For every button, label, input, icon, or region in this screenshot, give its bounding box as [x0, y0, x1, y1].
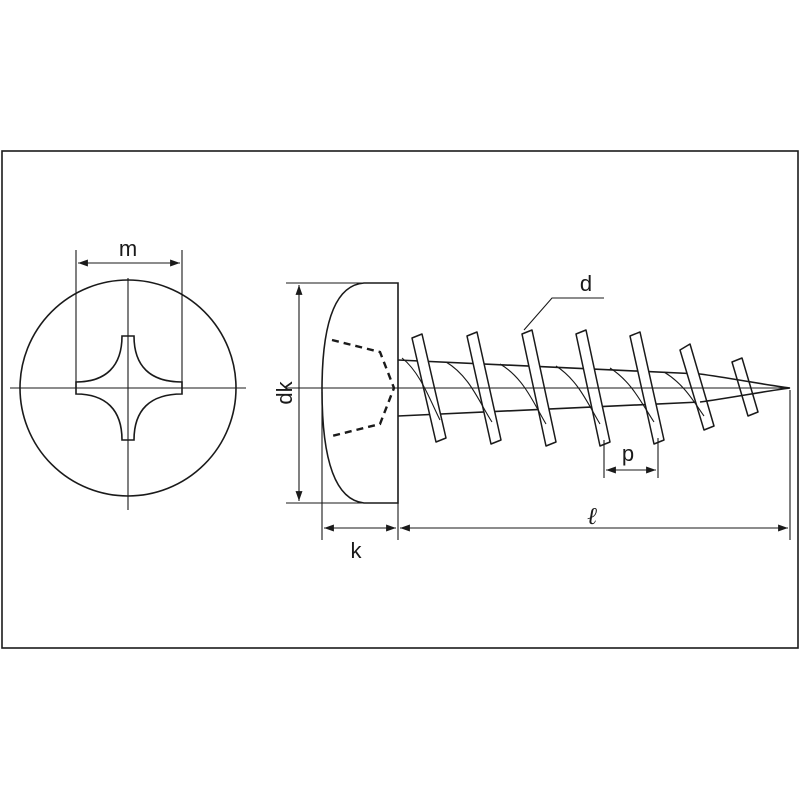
- m-label: m: [119, 236, 137, 261]
- head-top-view: m: [10, 236, 246, 510]
- thread-flanks: [401, 357, 705, 425]
- drawing-frame: [1, 150, 799, 649]
- l-label: ℓ: [587, 504, 597, 530]
- p-label: p: [622, 441, 634, 466]
- phillips-recess-icon: [75, 335, 183, 441]
- thread-crest: [679, 343, 715, 431]
- dk-label: dk: [272, 380, 297, 404]
- d-label: d: [580, 271, 592, 296]
- d-leader-line: [523, 297, 604, 331]
- screw-side-view: dk k ℓ p d: [272, 271, 791, 563]
- screw-head: [321, 282, 399, 504]
- thread-crest: [731, 357, 759, 417]
- k-label: k: [351, 538, 363, 563]
- shank-top-edge: [397, 359, 701, 375]
